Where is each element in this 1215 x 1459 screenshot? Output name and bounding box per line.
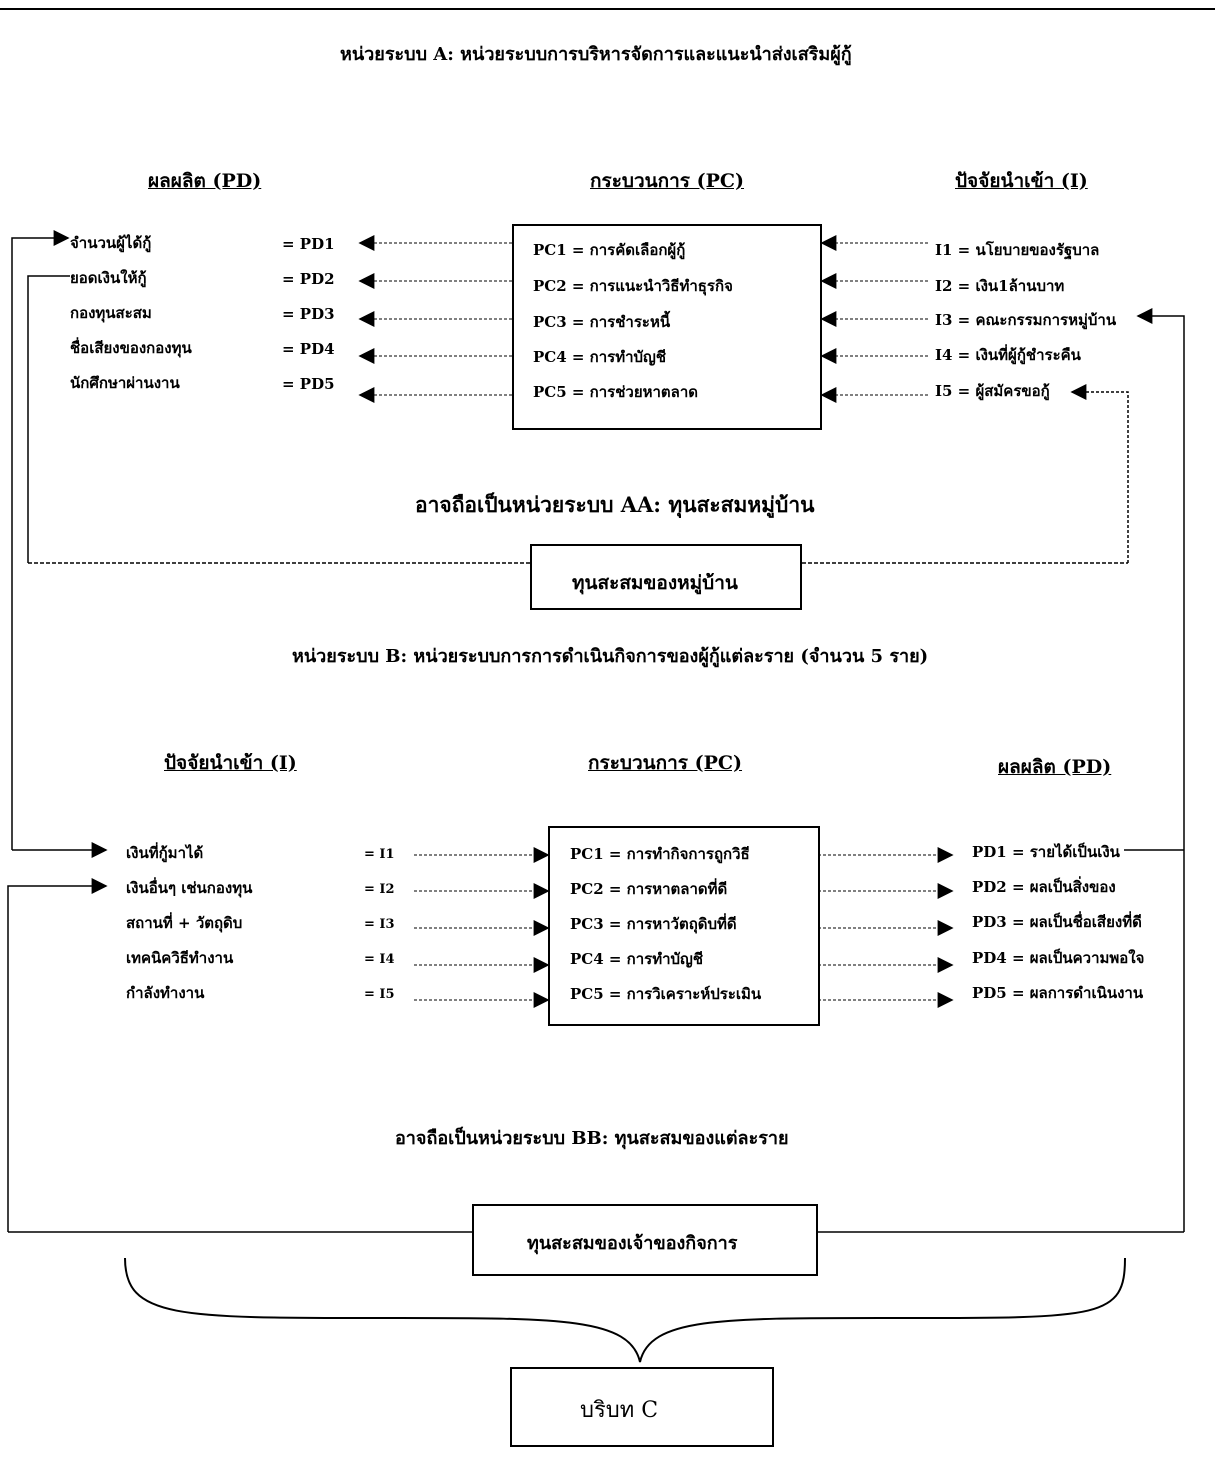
unit-a-input-item: I1 = นโยบายของรัฐบาล [935,241,1100,259]
unit-b-process-item: PC1 = การทำกิจการถูกวิธี [570,845,750,863]
unit-b-input-code: = I3 [364,917,395,932]
unit-b-input-code: = I4 [364,952,395,967]
unit-a-inputs-header: ปัจจัยนำเข้า (I) [955,170,1088,192]
unit-a-process-item: PC1 = การคัดเลือกผู้กู้ [533,241,686,259]
unit-a-input-arrows [820,235,928,403]
unit-a-input-item: I2 = เงิน1ล้านบาท [935,277,1065,295]
unit-a-output-code: = PD3 [282,305,335,323]
unit-b-output-arrows [818,847,954,1008]
unit-b-input-label: เทคนิควิธีทำงาน [126,949,234,967]
unit-a-process-item: PC3 = การชำระหนี้ [533,313,671,331]
unit-a-process-item: PC5 = การช่วยหาตลาด [533,383,699,401]
unit-a-output-code: = PD4 [282,340,335,358]
unit-b-input-label: เงินอื่นๆ เช่นกองทุน [126,879,253,897]
unit-a-output-code: = PD1 [282,235,335,253]
unit-a-process-item: PC4 = การทำบัญชี [533,348,667,366]
unit-a-process-item: PC2 = การแนะนำวิธีทำธุรกิจ [533,277,733,295]
unit-a-output-arrows [358,235,512,403]
unit-bb-caption: อาจถือเป็นหน่วยระบบ BB: ทุนสะสมของแต่ละร… [395,1128,789,1149]
owner-capital-box [472,1204,818,1276]
unit-a-input-item: I5 = ผู้สมัครขอกู้ [935,382,1050,400]
unit-b-output-item: PD5 = ผลการดำเนินงาน [972,984,1144,1002]
unit-a-outputs-header: ผลผลิต (PD) [148,170,262,192]
village-capital-label: ทุนสะสมของหมู่บ้าน [572,572,738,594]
unit-b-process-item: PC4 = การทำบัญชี [570,950,704,968]
unit-a-output-label: ยอดเงินให้กู้ [70,269,147,287]
unit-b-output-item: PD2 = ผลเป็นสิ่งของ [972,878,1116,896]
unit-b-input-code: = I5 [364,987,395,1002]
unit-b-input-code: = I1 [364,847,395,862]
unit-a-input-item: I4 = เงินที่ผู้กู้ชำระคืน [935,346,1081,364]
unit-a-process-header: กระบวนการ (PC) [590,170,745,192]
unit-b-output-item: PD3 = ผลเป็นชื่อเสียงที่ดี [972,913,1142,931]
village-capital-box [530,544,802,610]
unit-b-input-arrows [414,847,550,1008]
unit-a-output-label: ชื่อเสียงของกองทุน [70,339,192,357]
unit-aa-caption: อาจถือเป็นหน่วยระบบ AA: ทุนสะสมหมู่บ้าน [415,492,815,517]
owner-capital-label: ทุนสะสมของเจ้าของกิจการ [527,1233,738,1254]
unit-b-inputs-header: ปัจจัยนำเข้า (I) [164,752,297,774]
unit-a-output-label: จำนวนผู้ได้กู้ [70,234,152,252]
curly-brace [124,1257,1126,1363]
unit-a-process-box [512,224,822,430]
unit-b-input-label: เงินที่กู้มาได้ [126,844,204,862]
unit-b-output-item: PD4 = ผลเป็นความพอใจ [972,949,1145,967]
unit-a-input-item: I3 = คณะกรรมการหมู่บ้าน [935,311,1117,329]
unit-b-process-header: กระบวนการ (PC) [588,752,743,774]
unit-b-outputs-header: ผลผลิต (PD) [998,756,1112,778]
unit-a-output-code: = PD2 [282,270,335,288]
unit-b-process-item: PC2 = การหาตลาดที่ดี [570,880,728,898]
unit-a-output-code: = PD5 [282,375,335,393]
unit-b-process-item: PC3 = การหาวัตถุดิบที่ดี [570,915,737,933]
context-label: บริบท C [580,1398,659,1423]
unit-b-process-item: PC5 = การวิเคราะห์ประเมิน [570,985,762,1003]
unit-b-title: หน่วยระบบ B: หน่วยระบบการการดำเนินกิจการ… [292,646,929,667]
unit-a-title: หน่วยระบบ A: หน่วยระบบการบริหารจัดการและ… [340,44,852,65]
unit-b-input-code: = I2 [364,882,395,897]
unit-b-process-box [548,826,820,1026]
unit-a-output-label: นักศึกษาผ่านงาน [70,374,180,392]
context-box [510,1367,774,1447]
unit-b-output-item: PD1 = รายได้เป็นเงิน [972,843,1120,861]
unit-a-output-label: กองทุนสะสม [70,304,152,322]
unit-b-input-label: สถานที่ + วัตถุดิบ [126,914,243,932]
unit-b-input-label: กำลังทำงาน [126,984,205,1002]
